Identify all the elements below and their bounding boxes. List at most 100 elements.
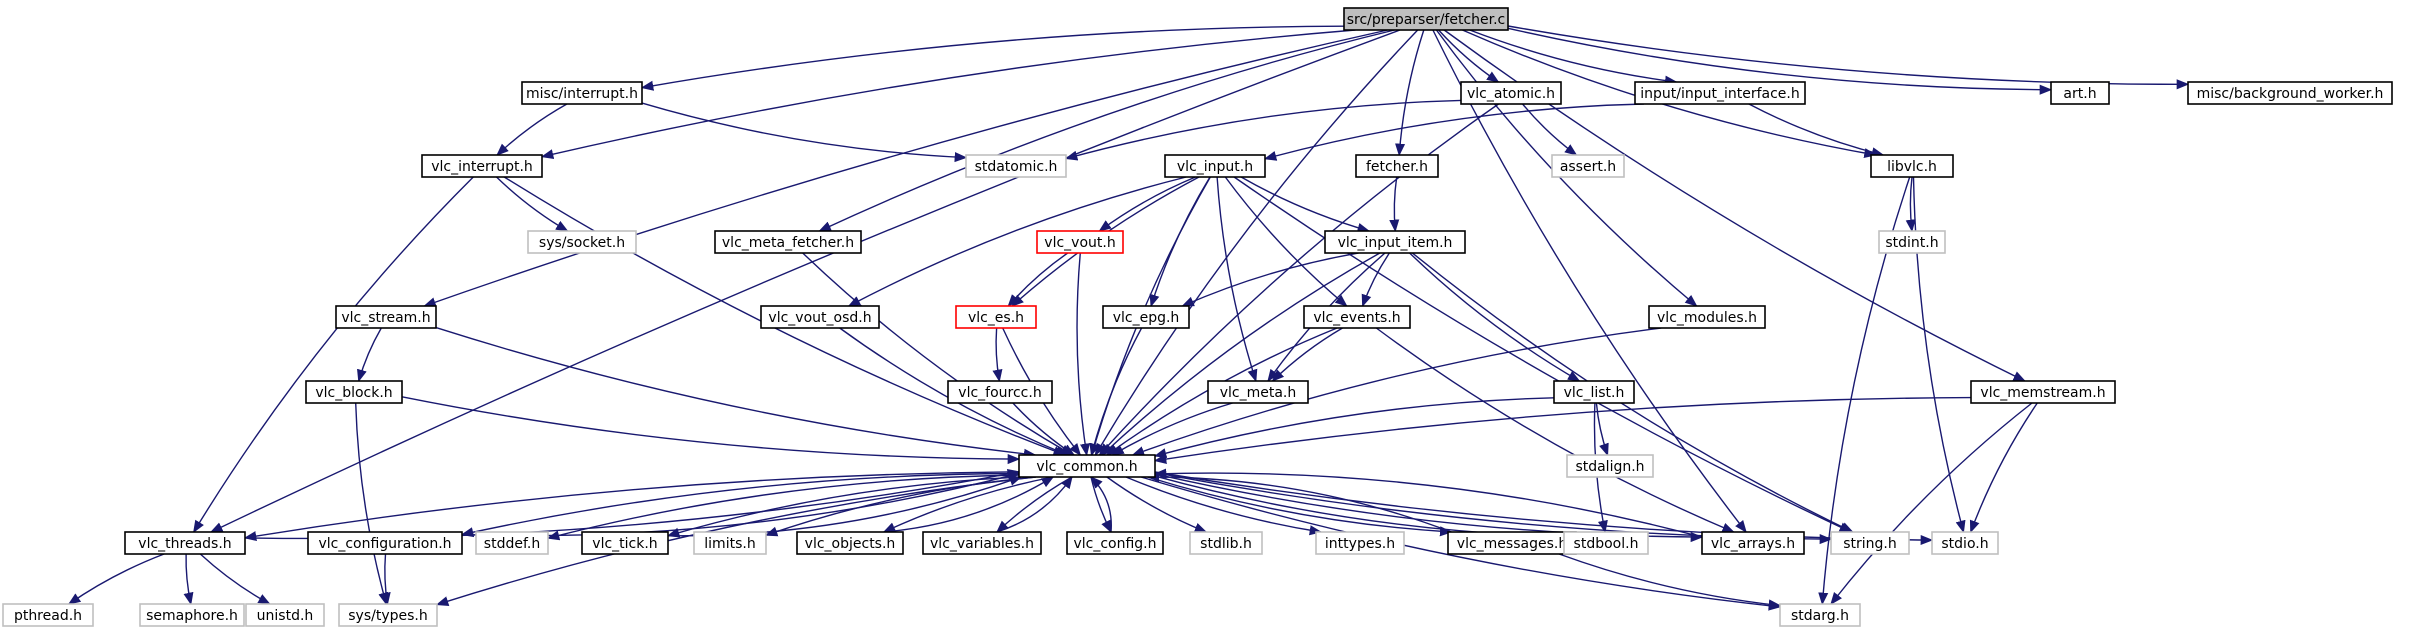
edge-vlc_events-to-vlc_arrays xyxy=(1375,327,1735,533)
node-box xyxy=(1066,531,1164,555)
edge-fetcher_h-to-vlc_input_item xyxy=(1389,176,1400,233)
edge-vlc_vout-to-vlc_es xyxy=(1007,252,1069,307)
node-vlc-objects[interactable]: vlc_objects.h xyxy=(796,531,904,555)
node-vlc-arrays[interactable]: vlc_arrays.h xyxy=(1701,531,1805,555)
edge-vlc_input-to-vlc_epg xyxy=(1149,176,1211,308)
node-vlc-threads[interactable]: vlc_threads.h xyxy=(124,531,246,555)
node-vlc-vout-osd[interactable]: vlc_vout_osd.h xyxy=(760,305,880,329)
node-label: vlc_objects.h xyxy=(805,536,896,552)
edge-vlc_interrupt-to-vlc_common xyxy=(503,176,1066,456)
node-sys-socket: sys/socket.h xyxy=(527,230,637,254)
node-vlc-list[interactable]: vlc_list.h xyxy=(1553,380,1635,404)
node-vlc-vout[interactable]: vlc_vout.h xyxy=(1036,230,1124,254)
node-label: pthread.h xyxy=(14,608,82,624)
node-vlc-messages[interactable]: vlc_messages.h xyxy=(1447,531,1577,555)
node-box xyxy=(1036,230,1124,254)
node-box xyxy=(1931,531,1999,555)
node-pthread: pthread.h xyxy=(2,603,94,627)
edge-vlc_atomic-to-assert xyxy=(1522,103,1578,156)
node-vlc-modules[interactable]: vlc_modules.h xyxy=(1648,305,1766,329)
node-vlc-meta[interactable]: vlc_meta.h xyxy=(1207,380,1309,404)
edge-vlc_fourcc-to-vlc_common xyxy=(1012,402,1076,456)
node-box xyxy=(1870,154,1954,178)
edge-fetcher_c-to-vlc_threads xyxy=(209,29,1401,533)
node-stddef: stddef.h xyxy=(475,531,549,555)
node-libvlc[interactable]: libvlc.h xyxy=(1870,154,1954,178)
node-vlc-input-item[interactable]: vlc_input_item.h xyxy=(1324,230,1466,254)
node-vlc-fourcc[interactable]: vlc_fourcc.h xyxy=(947,380,1053,404)
node-vlc-events[interactable]: vlc_events.h xyxy=(1303,305,1411,329)
edge-vlc_config-to-vlc_common xyxy=(1090,476,1112,533)
edge-misc_interrupt-to-stdatomic xyxy=(641,102,968,163)
node-label: stdatomic.h xyxy=(975,159,1058,175)
node-vlc-stream[interactable]: vlc_stream.h xyxy=(335,305,437,329)
node-box xyxy=(2187,81,2393,105)
edge-vlc_input_item-to-string_h xyxy=(1411,252,1854,533)
edge-vlc_threads-to-semaphore xyxy=(183,553,194,606)
edge-vlc_input-to-vlc_input_item xyxy=(1240,176,1371,233)
edge-vlc_input_item-to-vlc_events xyxy=(1361,252,1390,308)
edge-fetcher_c-to-libvlc xyxy=(1462,29,1877,158)
node-label: vlc_messages.h xyxy=(1457,536,1567,552)
node-label: vlc_common.h xyxy=(1036,459,1137,475)
node-vlc-meta-fetcher[interactable]: vlc_meta_fetcher.h xyxy=(714,230,862,254)
node-label: sys/socket.h xyxy=(539,235,625,251)
node-label: stdint.h xyxy=(1885,235,1938,251)
node-vlc-variables[interactable]: vlc_variables.h xyxy=(922,531,1042,555)
node-vlc-tick[interactable]: vlc_tick.h xyxy=(581,531,669,555)
edge-vlc_list-to-stdalign xyxy=(1595,402,1609,457)
node-vlc-input[interactable]: vlc_input.h xyxy=(1164,154,1266,178)
edge-vlc_variables-to-vlc_common xyxy=(996,475,1073,533)
node-vlc-epg[interactable]: vlc_epg.h xyxy=(1102,305,1190,329)
node-box xyxy=(1315,531,1405,555)
node-fetcher-h[interactable]: fetcher.h xyxy=(1355,154,1439,178)
node-label: vlc_memstream.h xyxy=(1980,385,2105,401)
node-stdatomic: stdatomic.h xyxy=(965,154,1067,178)
edge-vlc_common-to-stdarg xyxy=(1140,476,1782,611)
node-vlc-configuration[interactable]: vlc_configuration.h xyxy=(307,531,463,555)
node-misc-interrupt[interactable]: misc/interrupt.h xyxy=(521,81,643,105)
node-label: vlc_list.h xyxy=(1564,385,1625,401)
node-box xyxy=(421,154,543,178)
edge-vlc_atomic-to-stdatomic xyxy=(1064,99,1462,161)
node-label: misc/background_worker.h xyxy=(2197,86,2384,102)
edge-vlc_input-to-vlc_events xyxy=(1224,176,1348,307)
edge-vlc_input_item-to-vlc_common xyxy=(1101,252,1381,456)
node-label: unistd.h xyxy=(257,608,314,624)
node-label: sys/types.h xyxy=(348,608,427,624)
edge-vlc_memstream-to-stdarg xyxy=(1830,402,2033,605)
node-vlc-es[interactable]: vlc_es.h xyxy=(955,305,1037,329)
node-label: libvlc.h xyxy=(1887,159,1937,175)
edge-libvlc-to-stdint xyxy=(1905,176,1916,233)
node-limits: limits.h xyxy=(693,531,767,555)
node-vlc-memstream[interactable]: vlc_memstream.h xyxy=(1970,380,2116,404)
node-box xyxy=(1779,603,1861,627)
node-misc-bgworker[interactable]: misc/background_worker.h xyxy=(2187,81,2393,105)
node-label: vlc_block.h xyxy=(315,385,392,401)
node-vlc-common[interactable]: vlc_common.h xyxy=(1018,454,1156,478)
node-label: inttypes.h xyxy=(1325,536,1395,552)
node-fetcher-c[interactable]: src/preparser/fetcher.c xyxy=(1343,7,1509,31)
node-unistd: unistd.h xyxy=(245,603,325,627)
node-vlc-interrupt[interactable]: vlc_interrupt.h xyxy=(421,154,543,178)
edge-fetcher_c-to-art xyxy=(1507,27,2053,95)
edge-libvlc-to-stdio xyxy=(1912,176,1966,534)
node-art[interactable]: art.h xyxy=(2050,81,2110,105)
node-box xyxy=(1551,154,1625,178)
edge-vlc_events-to-vlc_meta xyxy=(1271,327,1343,382)
node-vlc-config[interactable]: vlc_config.h xyxy=(1066,531,1164,555)
edge-vlc_messages-to-vlc_common xyxy=(1146,471,1452,533)
node-vlc-atomic[interactable]: vlc_atomic.h xyxy=(1460,81,1562,105)
node-box xyxy=(1189,531,1263,555)
edge-vlc_common-to-vlc_variables xyxy=(996,476,1073,533)
node-box xyxy=(922,531,1042,555)
edge-vlc_meta_fetcher-to-vlc_common xyxy=(802,252,1074,456)
node-label: stdalign.h xyxy=(1575,459,1644,475)
edge-vlc_common-to-vlc_objects xyxy=(882,476,1054,533)
node-box xyxy=(1634,81,1806,105)
node-label: vlc_fourcc.h xyxy=(958,385,1041,401)
node-input-interface[interactable]: input/input_interface.h xyxy=(1634,81,1806,105)
node-label: vlc_arrays.h xyxy=(1711,536,1795,552)
node-vlc-block[interactable]: vlc_block.h xyxy=(305,380,403,404)
